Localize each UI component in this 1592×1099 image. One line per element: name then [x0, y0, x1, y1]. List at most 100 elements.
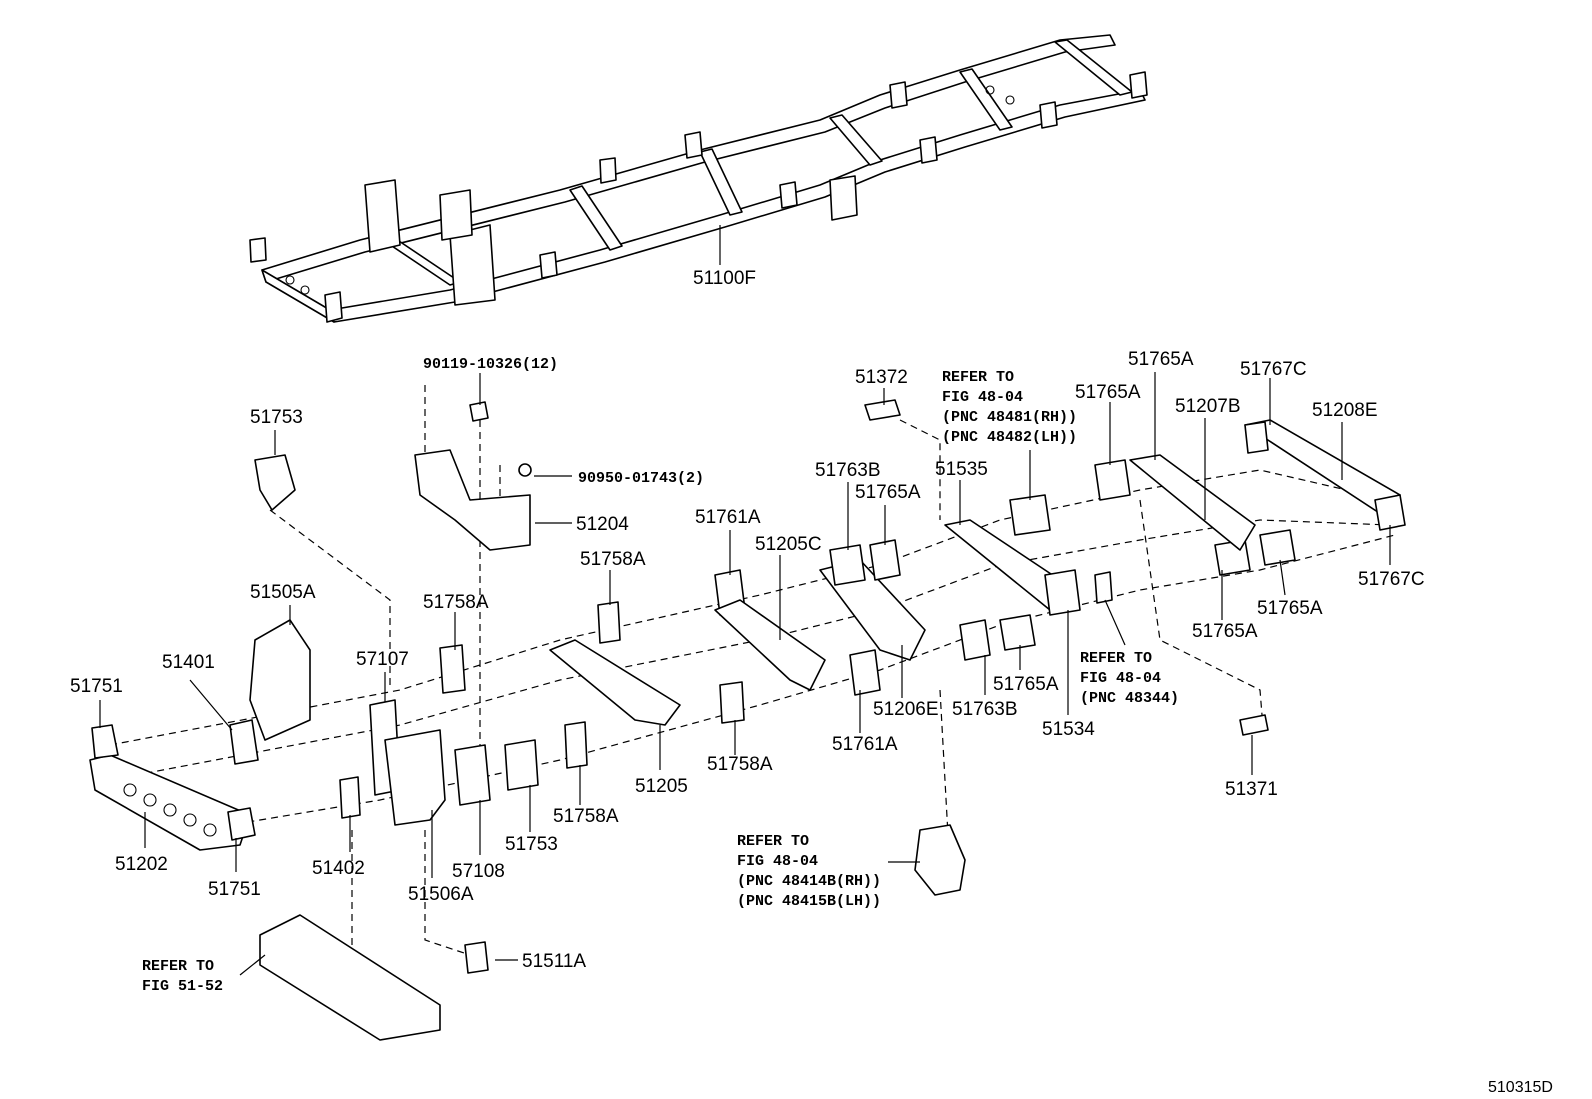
- svg-text:(PNC 48344): (PNC 48344): [1080, 690, 1179, 707]
- figure-id: 510315D: [1488, 1079, 1553, 1096]
- ref-51-52-drawing: [259, 914, 441, 1041]
- note-refer-48414B: REFER TO FIG 48-04 (PNC 48414B(RH)) (PNC…: [737, 833, 881, 910]
- label-57108: 57108: [452, 861, 505, 882]
- label-51763B-upper: 51763B: [815, 460, 881, 481]
- label-51205: 51205: [635, 776, 688, 797]
- part-51202-drawing: [89, 754, 251, 851]
- part-51505A-drawing: [249, 619, 311, 741]
- part-51761A-drawing: [849, 649, 881, 696]
- label-51751-bottom: 51751: [208, 879, 261, 900]
- bolt-90950-drawing: [518, 463, 532, 477]
- label-51758A-3: 51758A: [580, 549, 646, 570]
- part-51767C-drawing: [1374, 494, 1406, 531]
- part-51767C-drawing: [1244, 421, 1269, 454]
- label-51534: 51534: [1042, 719, 1095, 740]
- part-51205-drawing: [549, 639, 681, 726]
- part-51758A-drawing: [564, 721, 588, 769]
- part-51511A-drawing: [464, 941, 489, 974]
- svg-text:(PNC 48481(RH)): (PNC 48481(RH)): [942, 409, 1077, 426]
- part-51765A-drawing: [1259, 529, 1296, 566]
- part-51763B-drawing: [829, 544, 866, 586]
- part-51751-drawing: [91, 724, 119, 759]
- part-51534-drawing: [1044, 569, 1081, 616]
- part-51535-drawing: [944, 519, 1061, 611]
- label-51535: 51535: [935, 459, 988, 480]
- label-51205C: 51205C: [755, 534, 822, 555]
- label-51765A-6: 51765A: [1257, 598, 1323, 619]
- note-refer-51-52: REFER TO FIG 51-52: [142, 958, 223, 995]
- part-51204-drawing: [414, 449, 531, 551]
- part-51758A-drawing: [439, 644, 466, 694]
- label-51505A: 51505A: [250, 582, 316, 603]
- part-51758A-drawing: [719, 681, 745, 724]
- part-51763B-drawing: [959, 619, 991, 661]
- note-refer-48344: REFER TO FIG 48-04 (PNC 48344): [1080, 650, 1179, 707]
- label-51401: 51401: [162, 652, 215, 673]
- part-51753-drawing: [504, 739, 539, 791]
- svg-text:FIG 48-04: FIG 48-04: [942, 389, 1023, 406]
- label-51758A-2: 51758A: [423, 592, 489, 613]
- svg-text:REFER TO: REFER TO: [942, 369, 1014, 386]
- part-51753-drawing: [254, 454, 296, 511]
- svg-text:REFER TO: REFER TO: [1080, 650, 1152, 667]
- label-51765A-5: 51765A: [1192, 621, 1258, 642]
- label-51371: 51371: [1225, 779, 1278, 800]
- svg-text:REFER TO: REFER TO: [737, 833, 809, 850]
- leader-lines: [99, 372, 1391, 976]
- label-51767C-lower: 51767C: [1358, 569, 1425, 590]
- label-90119-10326: 90119-10326(12): [423, 356, 558, 373]
- label-51761A-upper: 51761A: [695, 507, 761, 528]
- part-51205C-drawing: [714, 599, 826, 691]
- bolt-90119-drawing: [469, 401, 489, 422]
- part-51765A-drawing: [1214, 539, 1251, 576]
- label-51511A: 51511A: [522, 951, 586, 972]
- frame-assembly-drawing: [249, 34, 1148, 323]
- label-51761A-lower: 51761A: [832, 734, 898, 755]
- label-51202: 51202: [115, 854, 168, 875]
- label-51402: 51402: [312, 858, 365, 879]
- label-51767C-upper: 51767C: [1240, 359, 1307, 380]
- label-51206E: 51206E: [873, 699, 939, 720]
- part-51751-drawing: [227, 807, 256, 841]
- part-51506A-drawing: [384, 729, 446, 826]
- ref-48481-drawing: [1009, 494, 1051, 536]
- note-refer-48481: REFER TO FIG 48-04 (PNC 48481(RH)) (PNC …: [942, 369, 1077, 446]
- svg-text:FIG 48-04: FIG 48-04: [737, 853, 818, 870]
- label-51204: 51204: [576, 514, 629, 535]
- part-51371-drawing: [1239, 714, 1269, 736]
- label-51753-upper: 51753: [250, 407, 303, 428]
- label-51753-lower: 51753: [505, 834, 558, 855]
- part-51402-drawing: [339, 776, 361, 819]
- svg-text:(PNC 48415B(LH)): (PNC 48415B(LH)): [737, 893, 881, 910]
- label-51751-left: 51751: [70, 676, 123, 697]
- svg-text:REFER TO: REFER TO: [142, 958, 214, 975]
- svg-text:FIG 48-04: FIG 48-04: [1080, 670, 1161, 687]
- svg-text:FIG 51-52: FIG 51-52: [142, 978, 223, 995]
- part-51207B-drawing: [1129, 454, 1256, 551]
- svg-text:(PNC 48482(LH)): (PNC 48482(LH)): [942, 429, 1077, 446]
- part-51758A-drawing: [597, 601, 621, 644]
- label-90950-01743: 90950-01743(2): [578, 470, 704, 487]
- svg-text:(PNC 48414B(RH)): (PNC 48414B(RH)): [737, 873, 881, 890]
- part-51765A-drawing: [999, 614, 1036, 651]
- label-51763B-lower: 51763B: [952, 699, 1018, 720]
- label-51758A-1: 51758A: [553, 806, 619, 827]
- label-51758A-4: 51758A: [707, 754, 773, 775]
- ref-48344-drawing: [1094, 571, 1113, 604]
- part-51765A-drawing: [1094, 459, 1131, 501]
- label-51208E: 51208E: [1312, 400, 1378, 421]
- label-51765A-4: 51765A: [1128, 349, 1194, 370]
- part-57108-drawing: [454, 744, 491, 806]
- ref-48414B-drawing: [914, 824, 966, 896]
- label-51765A-2: 51765A: [993, 674, 1059, 695]
- part-51401-drawing: [229, 719, 259, 765]
- label-57107: 57107: [356, 649, 409, 670]
- label-51372: 51372: [855, 367, 908, 388]
- label-51506A: 51506A: [408, 884, 474, 905]
- label-51100F: 51100F: [693, 268, 756, 289]
- label-51207B: 51207B: [1175, 396, 1241, 417]
- part-51765A-drawing: [869, 539, 901, 581]
- label-51765A-3: 51765A: [1075, 382, 1141, 403]
- part-51372-drawing: [864, 399, 901, 421]
